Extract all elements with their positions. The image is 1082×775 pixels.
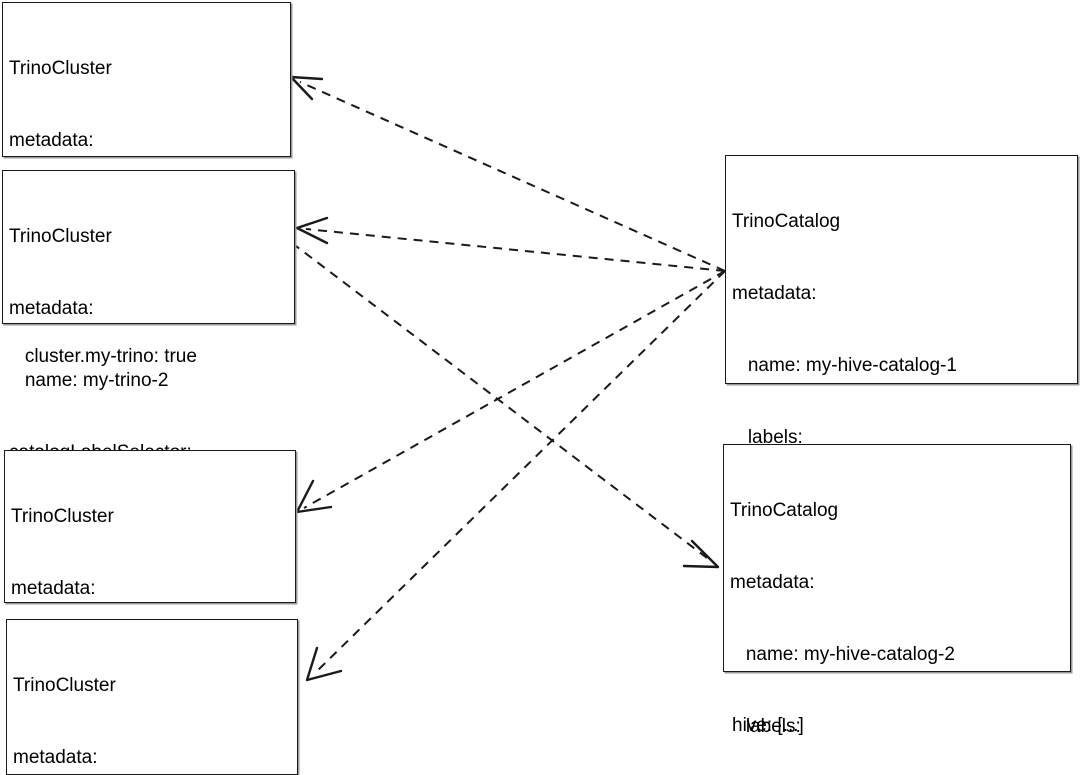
yaml-line: name: my-hive-catalog-1 (732, 355, 957, 376)
edge-line (291, 242, 712, 562)
node-trinocluster-my-trino-blue[interactable]: TrinoCluster metadata: name: my-trino-bl… (4, 450, 296, 743)
yaml-line: TrinoCatalog (730, 500, 839, 521)
node-body: TrinoCluster metadata: name: my-trino-gr… (7, 620, 297, 775)
yaml-line: TrinoCluster (9, 58, 112, 79)
yaml-line: TrinoCluster (13, 675, 116, 696)
yaml-line: TrinoCatalog (732, 211, 841, 232)
yaml-line: TrinoCluster (11, 506, 114, 527)
node-trinocluster-my-trino[interactable]: TrinoCluster metadata: name: my-trino ca… (2, 2, 291, 367)
edge-catalog1-to-my-trino (289, 75, 726, 272)
yaml-line: metadata: (9, 298, 94, 319)
yaml-line: hive: [...] (732, 715, 804, 736)
edge-catalog1-to-my-trino-blue (295, 270, 726, 514)
yaml-line: metadata: (9, 130, 94, 151)
yaml-line: metadata: (13, 747, 98, 768)
edge-my-trino-2-to-catalog2 (291, 242, 720, 569)
yaml-line: metadata: (730, 572, 815, 593)
yaml-line: name: my-trino-2 (9, 370, 169, 391)
edge-line (303, 270, 726, 509)
edge-catalog1-to-my-trino-2 (295, 216, 726, 272)
edge-line (305, 228, 726, 272)
node-trinocatalog-my-hive-catalog-1[interactable]: TrinoCatalog metadata: name: my-hive-cat… (725, 155, 1078, 736)
yaml-line: labels: (732, 427, 803, 448)
node-trinocatalog-my-hive-catalog-2[interactable]: TrinoCatalog metadata: name: my-hive-cat… (723, 444, 1071, 737)
node-trinocluster-my-trino-green[interactable]: TrinoCluster metadata: name: my-trino-gr… (6, 619, 298, 775)
arrowhead (295, 479, 333, 514)
edge-line (299, 81, 726, 272)
node-trinocluster-my-trino-2[interactable]: TrinoCluster metadata: name: my-trino-2 … (2, 170, 295, 535)
arrowhead (305, 646, 343, 682)
arrowhead (295, 216, 329, 245)
yaml-line: metadata: (11, 578, 96, 599)
edge-line (313, 270, 726, 675)
yaml-line: TrinoCluster (9, 226, 112, 247)
edge-catalog1-to-my-trino-green (305, 270, 726, 682)
yaml-line: labels: (730, 716, 801, 737)
yaml-line: metadata: (732, 283, 817, 304)
yaml-line: cluster.my-trino: true (9, 346, 197, 367)
arrowhead (289, 75, 324, 101)
arrowhead (682, 539, 720, 569)
yaml-line: name: my-hive-catalog-2 (730, 644, 955, 665)
node-body: TrinoCatalog metadata: name: my-hive-cat… (724, 445, 1070, 775)
